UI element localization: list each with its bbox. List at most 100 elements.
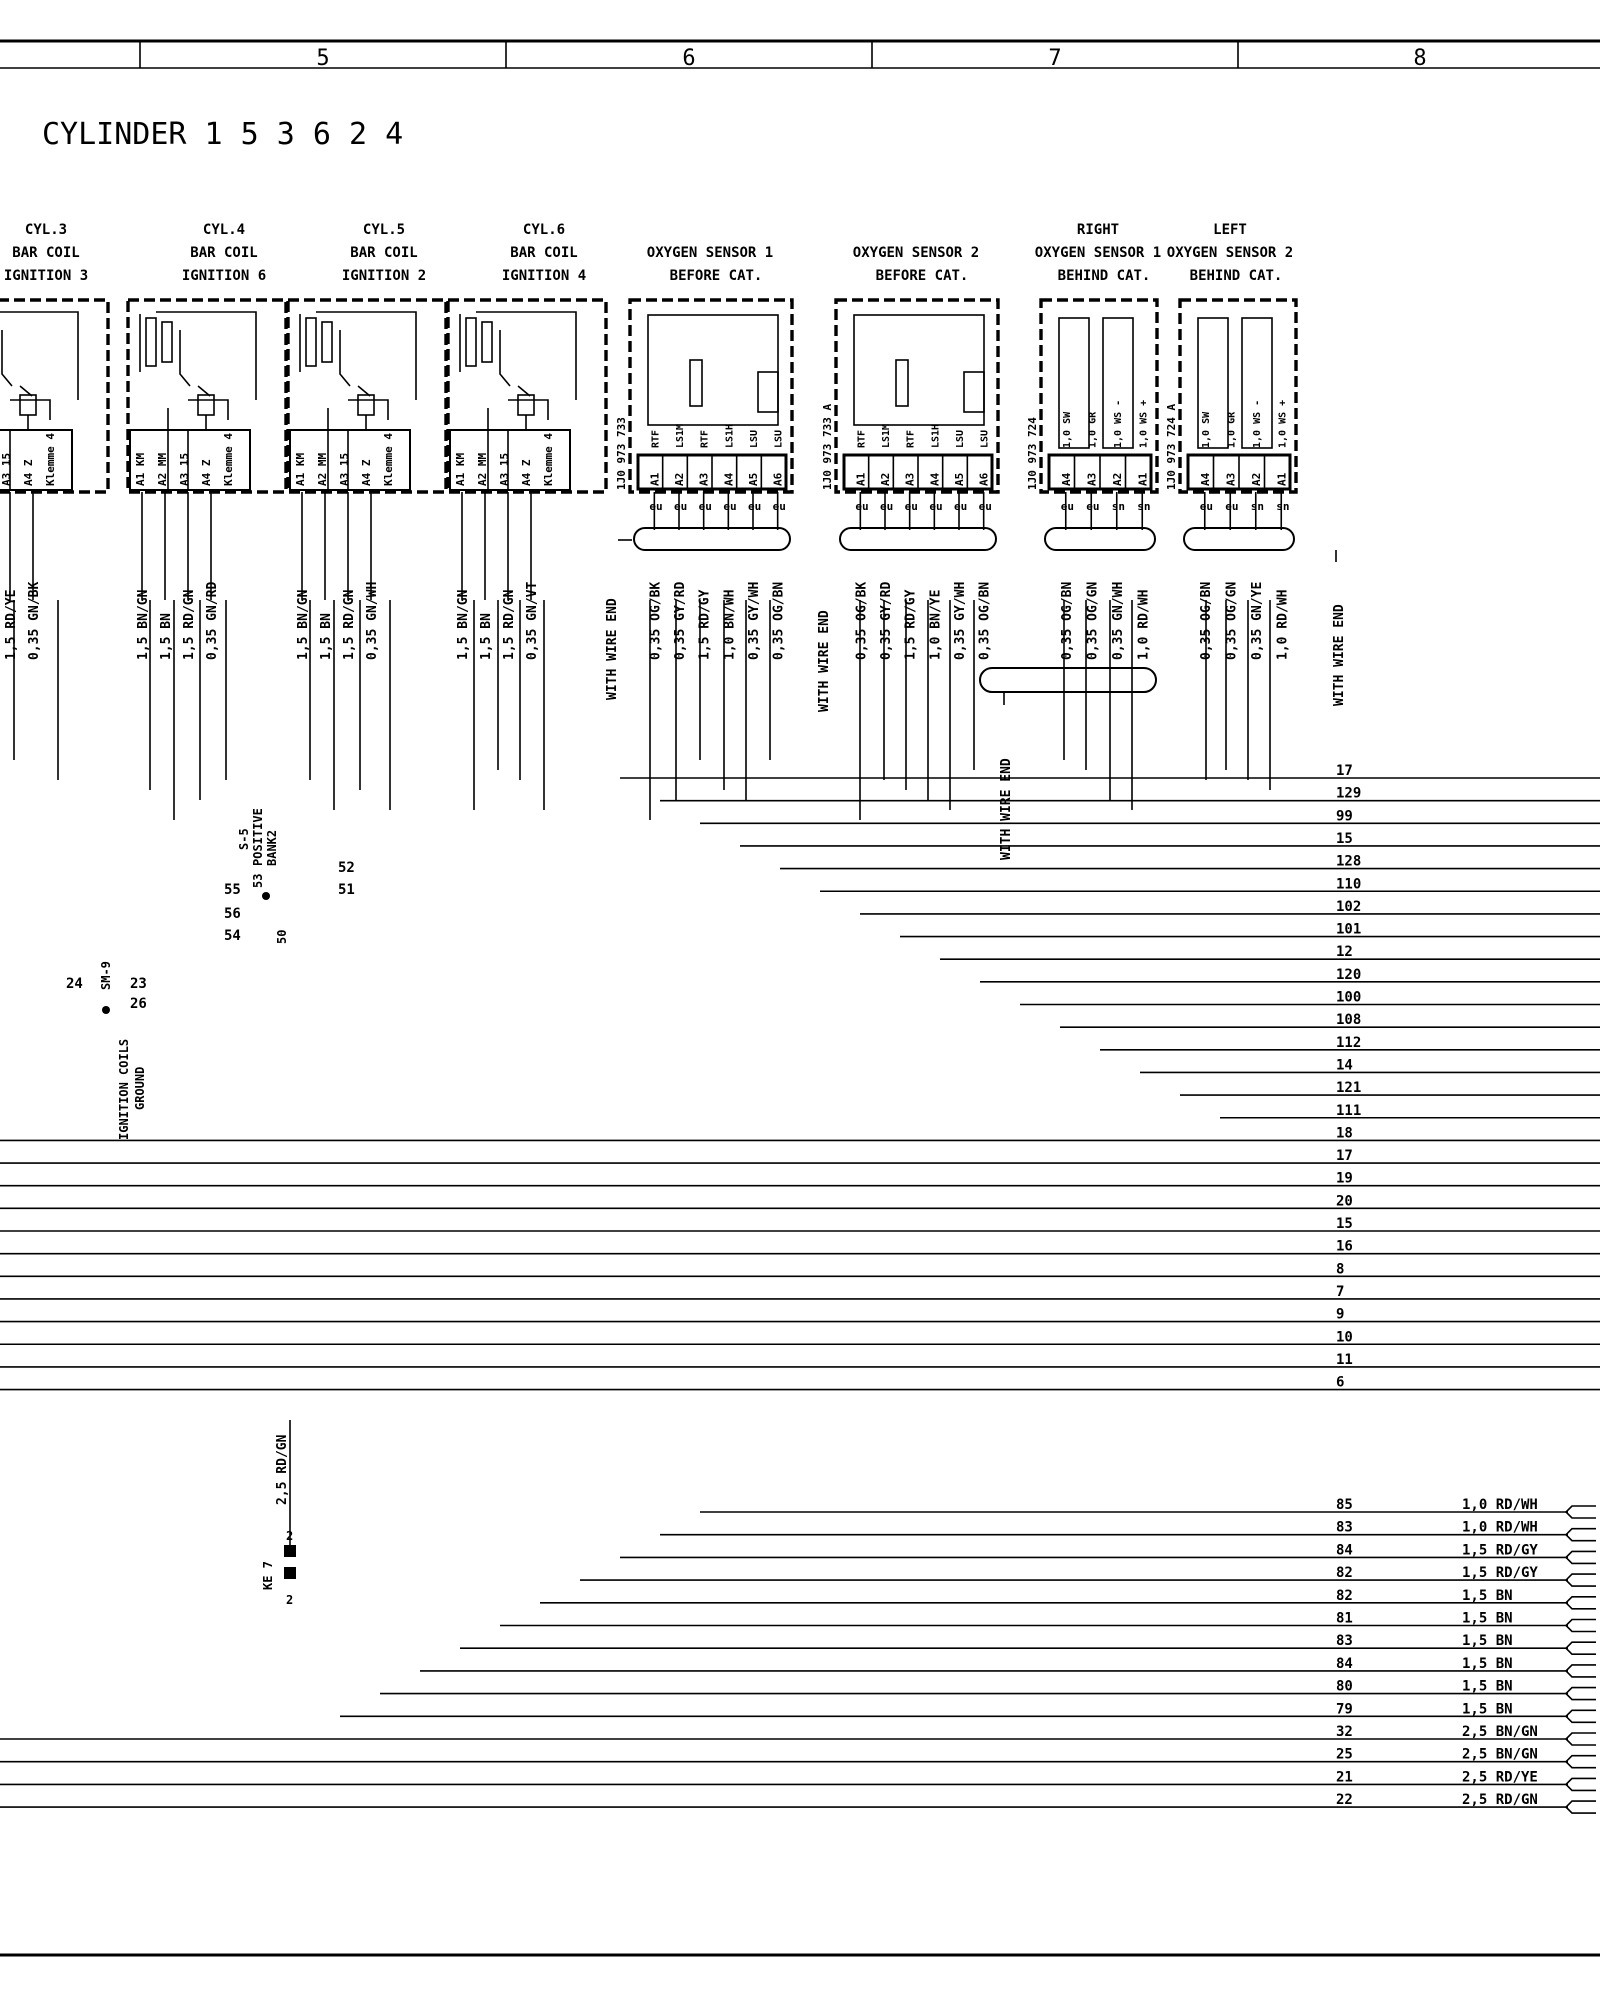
sensor-pin-label: A1: [1136, 472, 1149, 486]
sensor-pin-color: eu: [723, 500, 736, 513]
sensor-pin-label: A2: [1250, 473, 1263, 486]
resistor-symbol: [357, 394, 375, 416]
output-connector-arrow: [1564, 1596, 1596, 1610]
sensor-pin-label: A4: [928, 472, 941, 486]
sensor-pin-function: 1,0 GR: [1087, 411, 1098, 448]
coil-line: [156, 311, 257, 400]
sensor-part-number: 1J0 973 724 A: [1165, 404, 1178, 490]
coil-wire-label: 1,5 BN/GN: [136, 589, 151, 660]
sensor-wire-label: 0,35 OG/BN: [978, 582, 993, 660]
sensor-pin-label: A4: [1199, 472, 1212, 486]
coil-type-label: BAR COIL: [190, 245, 257, 261]
harness-pin-number: 100: [1336, 990, 1361, 1006]
coil-pin-label: A2 MM: [316, 453, 329, 486]
sensor-pin-function: LS1M: [675, 424, 686, 448]
sensor-pin-color: eu: [773, 500, 786, 513]
coil-line: [0, 311, 79, 400]
sensor-element: [853, 314, 985, 426]
sensor-pin-color: eu: [649, 500, 662, 513]
coil-wire-label: 1,5 BN: [479, 613, 494, 660]
coil-wire-label: 0,35 GN/BK: [27, 582, 42, 660]
sensor-pin-label: A3: [1224, 473, 1237, 486]
sensor-element: [1197, 317, 1229, 449]
output-wire-spec: 1,5 RD/GY: [1462, 1542, 1538, 1558]
sensor-wire-label: 0,35 GN/WH: [1111, 582, 1126, 660]
coil-connector: [129, 429, 251, 491]
output-connector-arrow: [1564, 1641, 1596, 1655]
header-column-number: 7: [1048, 46, 1061, 71]
sensor-pin-label: A1: [1275, 472, 1288, 486]
output-connector-arrow: [1564, 1505, 1596, 1519]
coil-line: [476, 311, 577, 400]
ke7-label: KE 7: [261, 1561, 275, 1590]
splice-pin: 24: [66, 976, 83, 992]
sensor-wire-label: 0,35 OG/BK: [854, 582, 869, 660]
sensor-pin-color: sn: [1276, 500, 1289, 513]
sensor-name-label: OXYGEN SENSOR 1: [647, 245, 773, 261]
output-pin-number: 82: [1336, 1588, 1353, 1604]
output-wire-spec: 1,0 RD/WH: [1462, 1497, 1538, 1513]
transistor-symbol: [1, 330, 13, 387]
splice-pin: 53: [251, 874, 265, 888]
output-connector-arrow: [1564, 1754, 1596, 1769]
coil-connector: [0, 429, 73, 491]
output-connector-arrow: [1564, 1732, 1596, 1746]
sensor-pin-function: LSU: [774, 430, 785, 448]
harness-pin-number: 7: [1336, 1284, 1344, 1300]
harness-pin-number: 8: [1336, 1261, 1344, 1277]
harness-pin-number: 110: [1336, 876, 1361, 892]
splice-s5-label: POSITIVE: [251, 808, 265, 866]
output-wire-spec: 1,5 BN: [1462, 1701, 1513, 1717]
coil-core-symbol: [481, 321, 493, 363]
output-pin-number: 80: [1336, 1679, 1353, 1695]
coil-core-symbol: [321, 321, 333, 363]
harness-pin-number: 9: [1336, 1307, 1344, 1323]
sensor-pin-color: eu: [1086, 500, 1099, 513]
sensor-pin-function: RTF: [650, 430, 661, 448]
sensor-box: [1178, 298, 1298, 494]
output-pin-number: 32: [1336, 1724, 1353, 1740]
output-pin-number: 21: [1336, 1769, 1353, 1785]
sensor-pin-color: eu: [929, 500, 942, 513]
coil-pin-label: A2 MM: [156, 453, 169, 486]
harness-pin-number: 120: [1336, 967, 1361, 983]
sensor-pin-label: A6: [978, 472, 991, 486]
sensor-pin-function: RTF: [856, 430, 867, 448]
sensor-pin-color: eu: [674, 500, 687, 513]
transistor-symbol: [179, 330, 191, 387]
harness-pin-number: 102: [1336, 899, 1361, 915]
heater-symbol: [895, 359, 909, 407]
sensor-pin-label: A4: [722, 472, 735, 486]
output-pin-number: 83: [1336, 1520, 1353, 1536]
harness-pin-number: 19: [1336, 1171, 1353, 1187]
harness-pin-number: 99: [1336, 808, 1353, 824]
sensor-name-label: OXYGEN SENSOR 2: [853, 245, 979, 261]
shield-oval: [979, 667, 1157, 693]
sensor-wire-label: 0,35 OG/BN: [772, 582, 787, 660]
sensor-pin-function: 1,0 WS -: [1252, 400, 1263, 448]
sensor-element: [1241, 317, 1273, 449]
coil-pin-label: Klemme 4: [382, 433, 395, 486]
sensor-wire-label: 0,35 GN/YE: [1250, 582, 1265, 660]
harness-pin-number: 128: [1336, 854, 1361, 870]
coil-wire-label: 1,5 RD/GN: [342, 589, 357, 660]
coil-line: [10, 399, 51, 420]
sensor-wire-label: 1,0 BN/WH: [722, 590, 737, 660]
shield-oval: [1044, 527, 1156, 551]
sensor-side-label: RIGHT: [1077, 222, 1119, 238]
coil-wire-label: 1,5 BN: [319, 613, 334, 660]
coil-line: [316, 311, 417, 400]
output-pin-number: 81: [1336, 1611, 1353, 1627]
coil-pin-label: A1 KM: [454, 453, 467, 486]
sensor-pin-label: A3: [904, 473, 917, 486]
sensor-part-number: 1J0 973 733 A: [821, 404, 834, 490]
splice-sm9-name: IGNITION COILS: [117, 1039, 131, 1140]
coil-wire-label: 1,5 BN/GN: [456, 589, 471, 660]
harness-pin-number: 129: [1336, 786, 1361, 802]
sensor-pin-color: eu: [748, 500, 761, 513]
harness-pin-number: 14: [1336, 1057, 1353, 1073]
output-pin-number: 84: [1336, 1656, 1353, 1672]
sensor-wire-label: 1,0 RD/WH: [1275, 590, 1290, 660]
output-wire-spec: 2,5 RD/GN: [1462, 1792, 1538, 1808]
sensor-wire-label: 1,0 RD/WH: [1136, 590, 1151, 660]
